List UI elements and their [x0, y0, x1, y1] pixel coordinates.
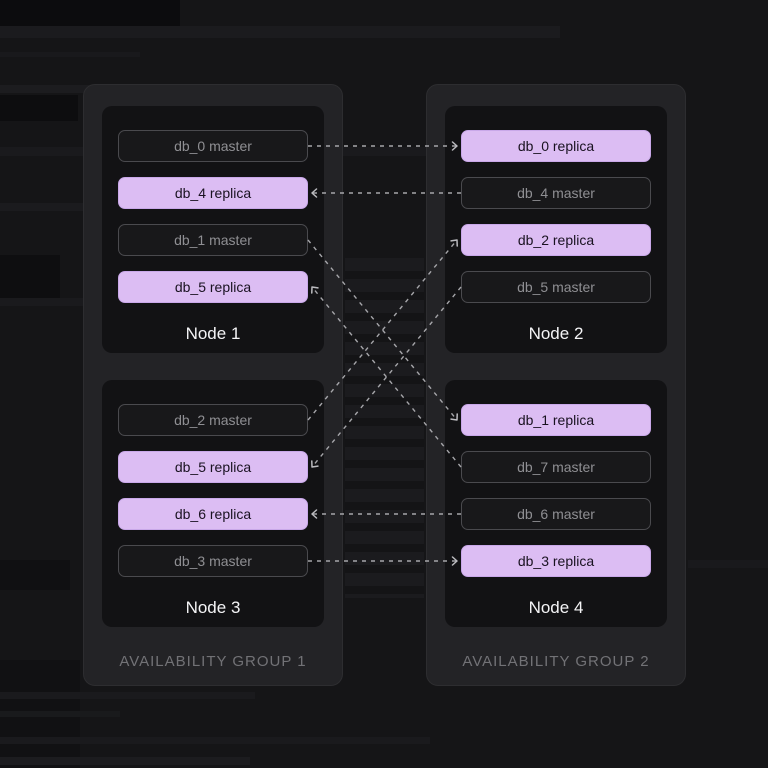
db-box-db_6-master: db_6 master — [461, 498, 651, 530]
db-box-db_2-master: db_2 master — [118, 404, 308, 436]
availability-group-1-panel: db_0 master db_4 replica db_1 master db_… — [83, 84, 343, 686]
node-3-panel: db_2 master db_5 replica db_6 replica db… — [102, 380, 324, 627]
db-box-db_3-replica: db_3 replica — [461, 545, 651, 577]
node-4-panel: db_1 replica db_7 master db_6 master db_… — [445, 380, 667, 627]
db-box-db_0-master: db_0 master — [118, 130, 308, 162]
availability-group-2-caption: AVAILABILITY GROUP 2 — [462, 653, 650, 670]
node-4-label: Node 4 — [528, 598, 584, 617]
node-3-label: Node 3 — [185, 598, 241, 617]
db-box-db_6-replica: db_6 replica — [118, 498, 308, 530]
db-box-db_5-master: db_5 master — [461, 271, 651, 303]
center-gap-stripes — [345, 258, 424, 598]
db-box-db_1-master: db_1 master — [118, 224, 308, 256]
node-2-panel: db_0 replica db_4 master db_2 replica db… — [445, 106, 667, 353]
availability-group-1-caption: AVAILABILITY GROUP 1 — [119, 653, 307, 670]
db-box-db_5-replica: db_5 replica — [118, 271, 308, 303]
db-box-db_5-replica: db_5 replica — [118, 451, 308, 483]
db-box-db_2-replica: db_2 replica — [461, 224, 651, 256]
node-1-label: Node 1 — [185, 324, 241, 343]
db-box-db_3-master: db_3 master — [118, 545, 308, 577]
db-box-db_0-replica: db_0 replica — [461, 130, 651, 162]
node-2-label: Node 2 — [528, 324, 584, 343]
db-box-db_4-replica: db_4 replica — [118, 177, 308, 209]
availability-group-2-panel: db_0 replica db_4 master db_2 replica db… — [426, 84, 686, 686]
db-box-db_1-replica: db_1 replica — [461, 404, 651, 436]
node-1-panel: db_0 master db_4 replica db_1 master db_… — [102, 106, 324, 353]
db-box-db_4-master: db_4 master — [461, 177, 651, 209]
db-box-db_7-master: db_7 master — [461, 451, 651, 483]
